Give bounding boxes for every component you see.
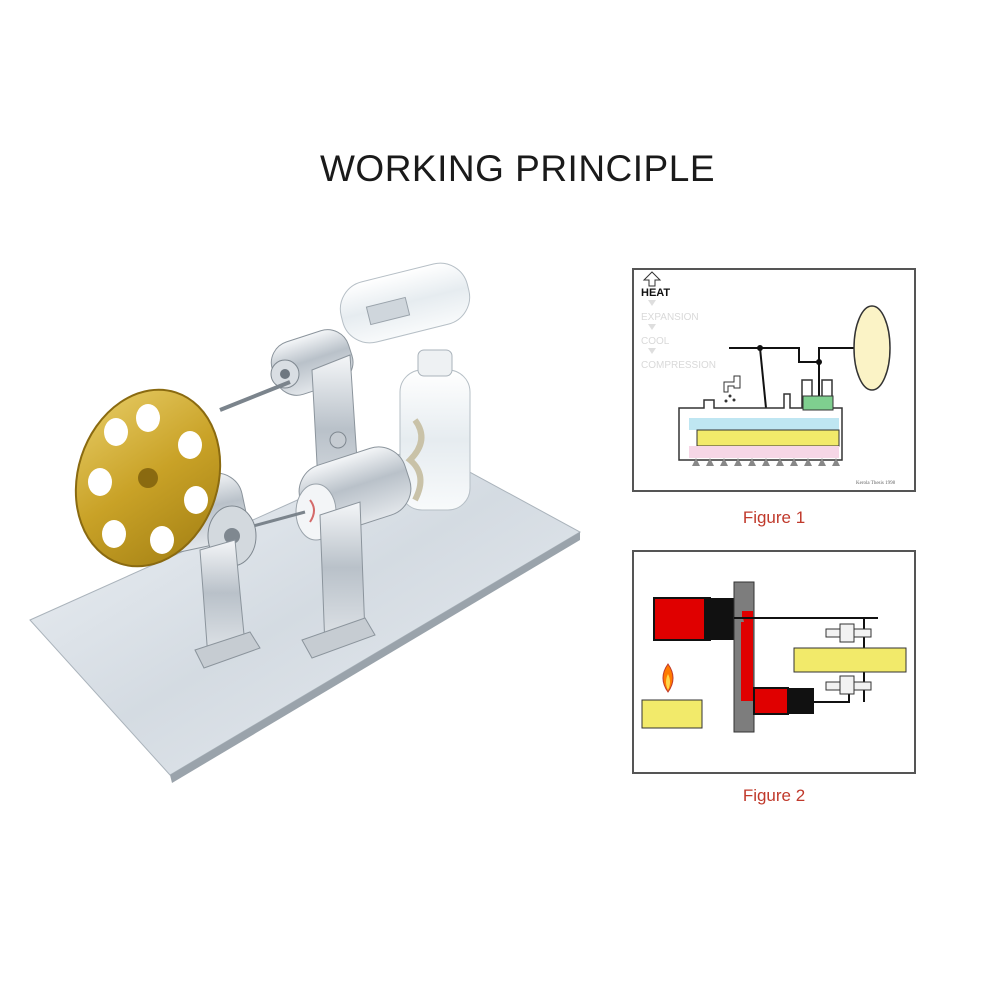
figure-1-diagram: HEAT EXPANSION COOL COMPRESSION <box>632 268 916 492</box>
stage-expansion: EXPANSION <box>641 312 699 323</box>
figure-2-diagram <box>632 550 916 774</box>
cooling-water <box>689 418 839 430</box>
signature: Kerola Thesis 1998 <box>856 481 896 486</box>
page-title: WORKING PRINCIPLE <box>320 148 715 189</box>
glass-cylinder <box>339 262 471 344</box>
brass-flywheel <box>74 388 222 568</box>
power-chamber <box>802 395 834 411</box>
down-arrow-icon <box>648 324 656 330</box>
water-tap-icon <box>723 375 741 403</box>
down-arrow-icon <box>648 348 656 354</box>
burner <box>641 699 703 729</box>
hot-cylinder <box>653 597 711 641</box>
displacer <box>696 429 840 447</box>
crank-discs <box>825 623 872 695</box>
stage-compression: COMPRESSION <box>641 360 716 371</box>
up-arrow-icon <box>642 271 662 287</box>
stage-cool: COOL <box>641 336 670 347</box>
burner-flames <box>692 458 840 466</box>
stirling-engine-photo <box>29 262 582 783</box>
crank-rod <box>219 380 291 412</box>
figure-1-caption: Figure 1 <box>742 508 806 527</box>
figure-2-caption: Figure 2 <box>742 786 806 805</box>
stage-heat: HEAT <box>641 287 670 299</box>
flame-icon <box>662 663 674 693</box>
flywheel <box>793 647 907 673</box>
alcohol-burner <box>399 349 471 511</box>
cold-cylinder <box>753 687 789 715</box>
flywheel <box>853 305 891 391</box>
down-arrow-icon <box>648 300 656 306</box>
